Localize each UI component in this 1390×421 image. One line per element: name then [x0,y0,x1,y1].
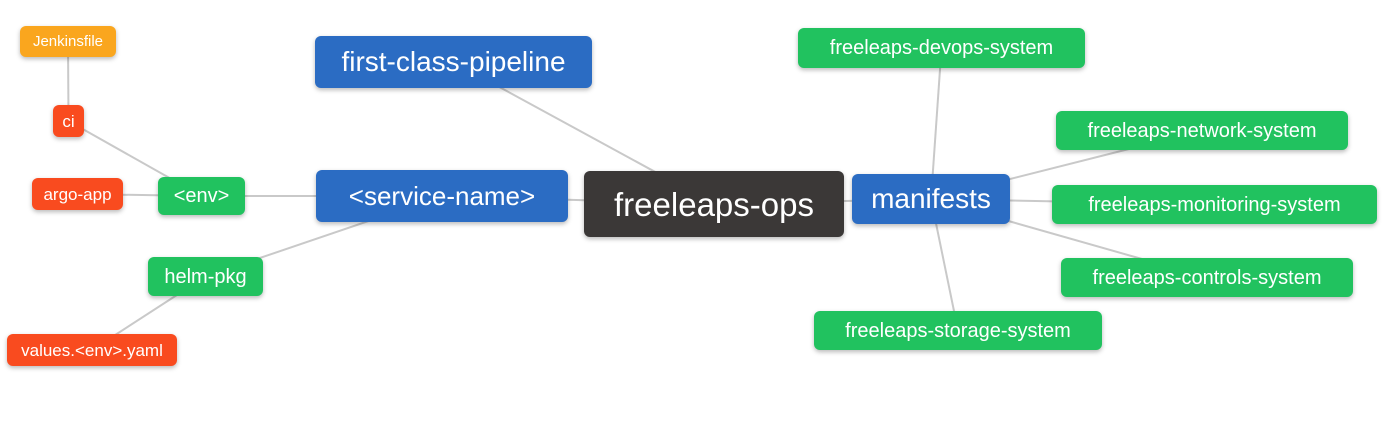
node-ci[interactable]: ci [53,105,84,137]
node-freeleaps-controls-system[interactable]: freeleaps-controls-system [1061,258,1353,297]
node-helm-pkg[interactable]: helm-pkg [148,257,263,296]
node-freeleaps-ops[interactable]: freeleaps-ops [584,171,844,237]
node-jenkinsfile[interactable]: Jenkinsfile [20,26,116,57]
node-freeleaps-monitoring-system[interactable]: freeleaps-monitoring-system [1052,185,1377,224]
node-freeleaps-devops-system[interactable]: freeleaps-devops-system [798,28,1085,68]
node-first-class-pipeline[interactable]: first-class-pipeline [315,36,592,88]
node-freeleaps-network-system[interactable]: freeleaps-network-system [1056,111,1348,150]
node-manifests[interactable]: manifests [852,174,1010,224]
node-freeleaps-storage-system[interactable]: freeleaps-storage-system [814,311,1102,350]
node-service-name[interactable]: <service-name> [316,170,568,222]
edge-manifests--freeleaps-devops-system [930,47,943,200]
node-env[interactable]: <env> [158,177,245,215]
node-argo-app[interactable]: argo-app [32,178,123,210]
node-values-env-yaml[interactable]: values.<env>.yaml [7,334,177,366]
